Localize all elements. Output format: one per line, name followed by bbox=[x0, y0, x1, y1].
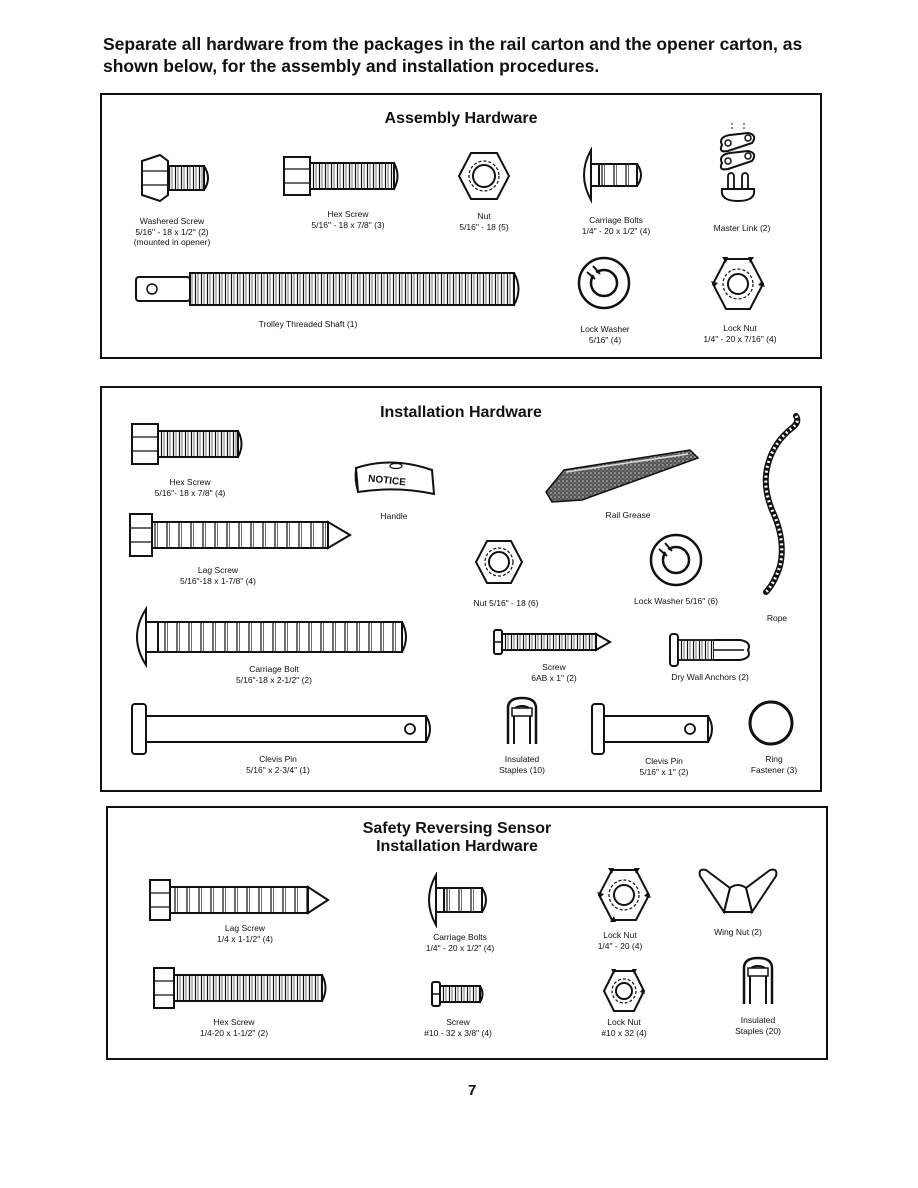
rope-name: Rope bbox=[766, 613, 788, 623]
screw-6ab-size: 6AB x 1" (2) bbox=[531, 672, 577, 683]
rail-grease-icon bbox=[542, 448, 702, 504]
dry-wall-anchor-icon bbox=[668, 632, 754, 668]
sensor-carriage-bolts-name: Carriage Bolts bbox=[433, 932, 487, 942]
sensor-hardware-panel: Safety Reversing Sensor Installation Har… bbox=[106, 806, 828, 1060]
sensor-title-line2: Installation Hardware bbox=[376, 838, 538, 855]
washered-screw-icon bbox=[138, 153, 214, 203]
carriage-bolt-icon bbox=[420, 872, 494, 928]
sensor-title-line1: Safety Reversing Sensor bbox=[362, 820, 552, 837]
lock-nut-icon bbox=[602, 968, 646, 1014]
intro-text: Separate all hardware from the packages … bbox=[103, 34, 803, 76]
lock-washer-name: Lock Washer bbox=[580, 324, 630, 334]
sensor-lag-screw-size: 1/4 x 1-1/2" (4) bbox=[217, 933, 273, 944]
carriage-bolts-size: 1/4" - 20 x 1/2" (4) bbox=[581, 225, 651, 236]
sensor-lag-screw-name: Lag Screw bbox=[224, 923, 266, 933]
hex-screw-icon bbox=[130, 422, 246, 466]
rope-icon bbox=[746, 412, 806, 598]
carriage-bolt-icon bbox=[126, 606, 412, 668]
trolley-threaded-shaft-icon bbox=[134, 267, 524, 311]
carriage-bolts-name: Carriage Bolts bbox=[589, 215, 643, 225]
lock-nut-size: 1/4" - 20 x 7/16" (4) bbox=[703, 333, 777, 344]
clevis-pin-long-name: Clevis Pin bbox=[259, 754, 297, 764]
wing-nut-icon bbox=[696, 864, 780, 916]
sensor-lock-nut-10-size: #10 x 32 (4) bbox=[601, 1027, 647, 1038]
clevis-pin-short-icon bbox=[590, 702, 718, 756]
installation-title: Installation Hardware bbox=[380, 404, 542, 421]
nut-name: Nut bbox=[477, 211, 491, 221]
ring-fastener-name: Ring bbox=[765, 754, 783, 764]
carriage-bolt-icon bbox=[575, 147, 649, 203]
page-number: 7 bbox=[468, 1082, 477, 1099]
sensor-lock-nut-10-name: Lock Nut bbox=[607, 1017, 641, 1027]
nut-icon bbox=[457, 150, 511, 202]
assembly-hardware-panel: Assembly Hardware Washered Screw 5/16" -… bbox=[100, 93, 822, 359]
clevis-pin-short-name: Clevis Pin bbox=[645, 756, 683, 766]
hex-screw-name: Hex Screw bbox=[327, 209, 369, 219]
lock-nut-name: Lock Nut bbox=[723, 323, 757, 333]
ring-fastener-icon bbox=[746, 698, 796, 748]
master-link-name: Master Link (2) bbox=[713, 223, 771, 233]
hex-screw-size: 5/16" - 18 x 7/8" (3) bbox=[311, 219, 385, 230]
master-link-icon bbox=[714, 121, 760, 205]
lag-screw-icon bbox=[128, 512, 354, 558]
handle-name: Handle bbox=[380, 511, 408, 521]
nut-size: 5/16" - 18 (5) bbox=[459, 221, 509, 232]
install-hex-screw-size: 5/16"- 18 x 7/8" (4) bbox=[154, 487, 226, 498]
sensor-lock-nut-size: 1/4" - 20 (4) bbox=[597, 940, 643, 951]
carriage-bolt-size: 5/16"-18 x 2-1/2" (2) bbox=[236, 674, 312, 685]
handle-icon: NOTICE bbox=[352, 458, 438, 500]
sensor-carriage-bolts-size: 1/4" - 20 x 1/2" (4) bbox=[425, 942, 495, 953]
trolley-shaft-name: Trolley Threaded Shaft (1) bbox=[258, 319, 358, 329]
lock-washer-size: 5/16" (4) bbox=[588, 334, 622, 345]
sensor-staples-size: Staples (20) bbox=[735, 1025, 781, 1036]
dry-wall-anchors-name: Dry Wall Anchors (2) bbox=[671, 672, 749, 682]
install-lock-washer-name: Lock Washer 5/16" (6) bbox=[634, 596, 718, 606]
insulated-staple-icon bbox=[738, 954, 778, 1006]
lag-screw-icon bbox=[148, 878, 332, 922]
lock-nut-icon bbox=[596, 866, 652, 924]
lock-nut-icon bbox=[710, 255, 766, 313]
install-hex-screw-name: Hex Screw bbox=[169, 477, 211, 487]
install-nut-name: Nut 5/16" - 18 (6) bbox=[473, 598, 539, 608]
sensor-screw-name: Screw bbox=[446, 1017, 470, 1027]
installation-hardware-panel: Installation Hardware Hex Screw 5/16"- 1… bbox=[100, 386, 822, 792]
sensor-screw-size: #10 - 32 x 3/8" (4) bbox=[424, 1027, 492, 1038]
wing-nut-name: Wing Nut (2) bbox=[714, 927, 762, 937]
insulated-staples-name: Insulated bbox=[504, 754, 540, 764]
clevis-pin-long-size: 5/16" x 2-3/4" (1) bbox=[246, 764, 310, 775]
rail-grease-name: Rail Grease bbox=[605, 510, 651, 520]
sensor-staples-name: Insulated bbox=[740, 1015, 776, 1025]
nut-icon bbox=[474, 538, 524, 586]
insulated-staples-size: Staples (10) bbox=[499, 764, 545, 775]
assembly-title: Assembly Hardware bbox=[384, 110, 538, 127]
sensor-hex-screw-name: Hex Screw bbox=[213, 1017, 255, 1027]
carriage-bolt-name: Carriage Bolt bbox=[249, 664, 299, 674]
screw-icon bbox=[492, 628, 614, 656]
insulated-staple-icon bbox=[502, 694, 542, 746]
clevis-pin-long-icon bbox=[130, 702, 436, 756]
sensor-lock-nut-name: Lock Nut bbox=[603, 930, 637, 940]
screw-6ab-name: Screw bbox=[542, 662, 566, 672]
washered-screw-note: (mounted in opener) bbox=[133, 237, 211, 247]
lag-screw-name: Lag Screw bbox=[197, 565, 239, 575]
hex-screw-icon bbox=[282, 155, 402, 197]
lag-screw-size: 5/16"-18 x 1-7/8" (4) bbox=[180, 575, 256, 586]
lock-washer-icon bbox=[648, 532, 704, 588]
lock-washer-icon bbox=[576, 255, 632, 311]
washered-screw-name: Washered Screw bbox=[139, 216, 205, 226]
washered-screw-size: 5/16" - 18 x 1/2" (2) bbox=[135, 226, 209, 237]
hex-screw-icon bbox=[152, 966, 332, 1010]
clevis-pin-short-size: 5/16" x 1" (2) bbox=[639, 766, 689, 777]
sensor-hex-screw-size: 1/4-20 x 1-1/2" (2) bbox=[199, 1027, 269, 1038]
screw-icon bbox=[430, 980, 486, 1008]
ring-fastener-size: Fastener (3) bbox=[750, 764, 798, 775]
notice-label: NOTICE bbox=[368, 474, 407, 489]
